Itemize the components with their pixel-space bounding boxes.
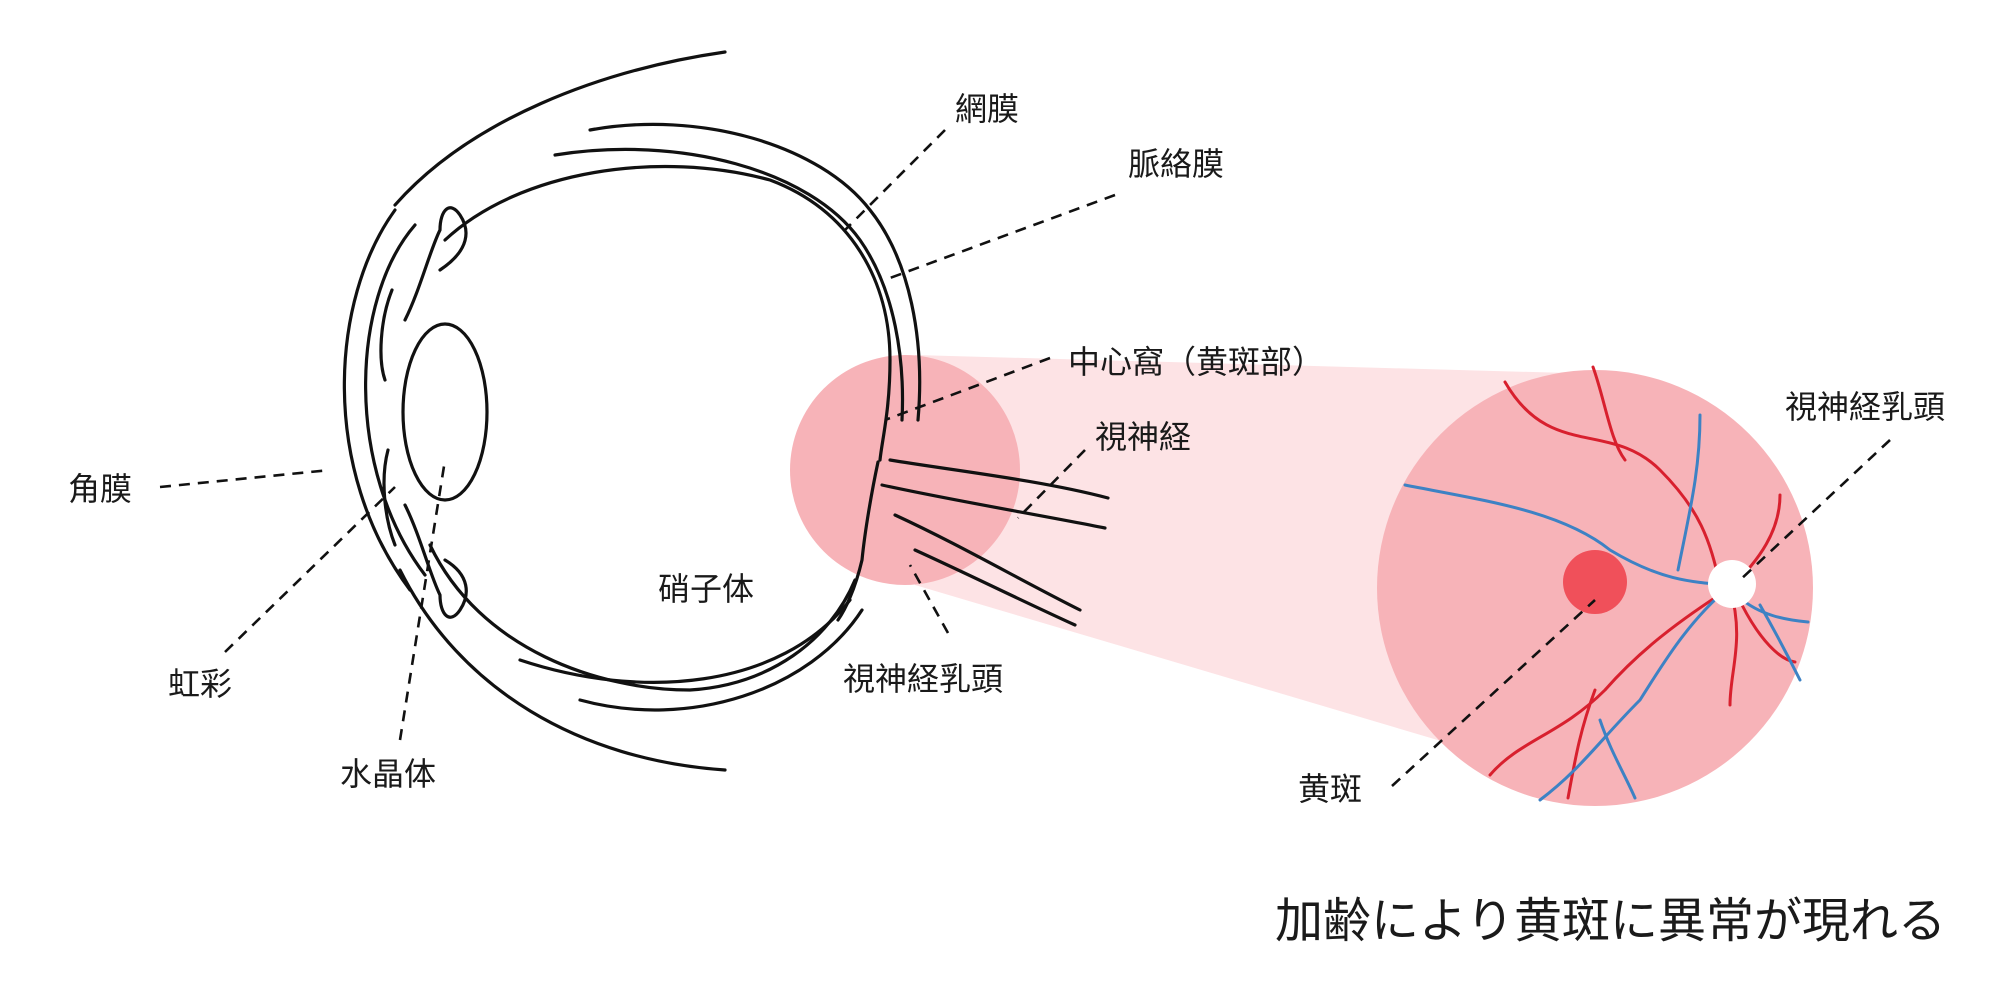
leader-optic-nerve <box>1017 449 1086 519</box>
ciliary-upper <box>403 206 468 322</box>
label-iris: 虹彩 <box>168 665 232 703</box>
vein-1 <box>1403 483 1730 587</box>
leader-optic-disc-fundus <box>1739 439 1891 581</box>
artery-1 <box>1503 380 1722 587</box>
retina-bottom <box>428 543 857 692</box>
label-vitreous: 硝子体 <box>658 570 754 608</box>
outer-sclera-arc <box>393 50 727 207</box>
artery-2 <box>1591 365 1627 462</box>
iris-lower <box>382 448 397 547</box>
caption: 加齢により黄斑に異常が現れる <box>1275 893 1946 949</box>
vein-6 <box>1758 603 1802 682</box>
label-optic-nerve: 視神経 <box>1095 418 1191 456</box>
leader-cornea <box>159 468 331 489</box>
inner-wall <box>836 460 880 622</box>
ciliary-lower <box>403 503 468 619</box>
optic-nerve-upper <box>888 458 1110 500</box>
leader-macula <box>1391 599 1596 787</box>
label-choroid: 脈絡膜 <box>1128 145 1224 183</box>
leader-iris <box>224 486 396 653</box>
leader-choroid <box>889 193 1116 280</box>
sclera-top <box>588 122 922 422</box>
label-lens: 水晶体 <box>340 755 436 793</box>
macula-spot <box>1563 550 1627 614</box>
label-optic-disc-eye: 視神経乳頭 <box>843 660 1003 698</box>
retina-top <box>443 164 892 462</box>
vein-3 <box>1538 586 1730 802</box>
outer-lower-arc <box>398 568 727 772</box>
sclera-bottom <box>578 608 864 712</box>
label-retina: 網膜 <box>955 90 1019 128</box>
optic-disc <box>1708 560 1756 608</box>
eyeball <box>342 50 1110 772</box>
choroid-bottom <box>518 598 852 684</box>
label-macula: 黄斑 <box>1298 770 1362 808</box>
label-fovea: 中心窩（黄斑部） <box>1068 343 1324 381</box>
choroid-top <box>553 147 905 422</box>
optic-nerve-lower <box>880 483 1107 530</box>
cornea-outer <box>342 208 412 592</box>
leader-retina <box>844 129 946 231</box>
vein-2 <box>1676 413 1702 572</box>
lens-shape <box>401 322 489 502</box>
cornea-inner <box>364 223 427 577</box>
artery-4 <box>1566 688 1597 800</box>
fundus-view <box>1377 365 1813 806</box>
iris-upper <box>379 288 394 382</box>
vein-4 <box>1598 718 1637 800</box>
optic-nerve-sheath1 <box>893 513 1082 612</box>
artery-3 <box>1488 586 1732 777</box>
leader-lines <box>159 129 1891 787</box>
leader-lens <box>398 459 447 741</box>
optic-nerve-sheath2 <box>913 548 1077 627</box>
leader-optic-disc-eye <box>908 564 950 634</box>
label-optic-disc-fundus: 視神経乳頭 <box>1785 388 1945 426</box>
label-cornea: 角膜 <box>68 470 132 508</box>
leader-fovea <box>884 356 1051 422</box>
macula-highlight-circle <box>790 355 1020 585</box>
